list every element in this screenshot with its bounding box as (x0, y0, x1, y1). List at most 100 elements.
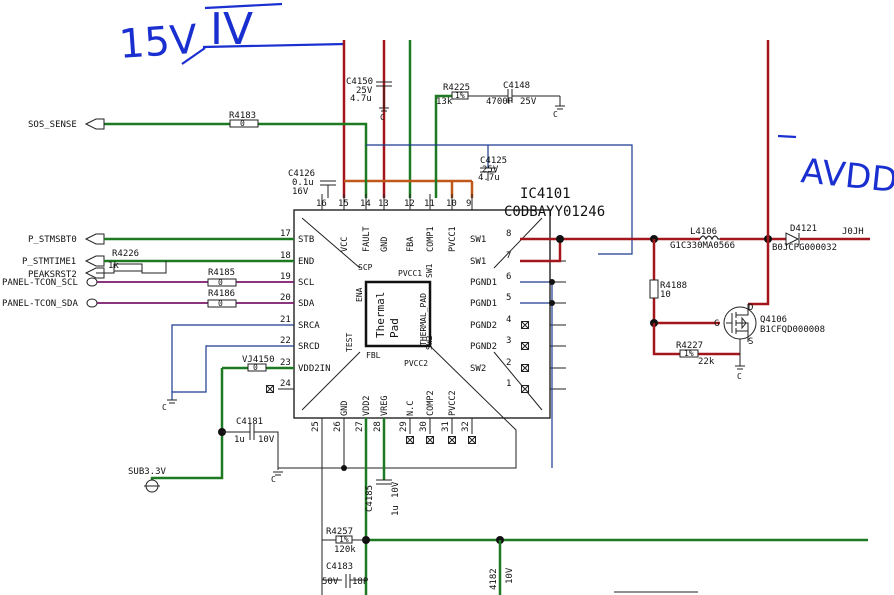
junction-gnd-bottom (341, 465, 347, 471)
q4106-drain-label: D (748, 303, 753, 313)
panel-tcon-sda-port[interactable]: PANEL-TCON_SDA (2, 298, 98, 309)
pvcc1-feedback-net (366, 144, 633, 255)
r4227-value: 22k (698, 357, 715, 367)
resistor-r4186[interactable]: 0 R4186 (207, 289, 237, 308)
pin-name: SW2 (470, 364, 486, 374)
r4186-ref: R4186 (208, 289, 235, 299)
diode-d4121[interactable]: D4121 B0JCPG000032 (772, 224, 837, 253)
p-stmtime1-port[interactable]: P_STMTIME1 (22, 255, 105, 267)
inner-pvcc2: PVCC2 (404, 359, 428, 368)
pin-number: 30 (419, 421, 429, 432)
handwritten-underline (202, 2, 346, 49)
capacitor-c4182[interactable]: 4182 10V (489, 567, 515, 590)
ic4101[interactable]: IC4101 C0DBAYY01246 Thermal Pad THERMAL_… (277, 186, 605, 469)
resistor-r4188[interactable]: R4188 10 (649, 279, 687, 300)
resistor-r4257[interactable]: 1% R4257 120k (322, 527, 366, 555)
resistor-r4225[interactable]: 1% R4225 13k (436, 83, 470, 107)
c4181-ground-icon (273, 471, 283, 476)
pin-name: END (298, 257, 314, 267)
inner-fbl: FBL (366, 351, 381, 360)
resistor-r4183[interactable]: 0 R4183 (229, 111, 259, 128)
junction-pgnd1-6 (549, 279, 555, 285)
ground-icon (167, 399, 177, 404)
capacitor-c4185[interactable]: C4185 10V 1u (365, 479, 401, 516)
ic-pin-16[interactable]: 16 (316, 194, 327, 210)
ic-pin-24[interactable]: 24 (266, 379, 295, 393)
p-stmsbt0-port[interactable]: P_STMSBT0 (28, 233, 105, 245)
c4126-value: 0.1u (292, 178, 314, 188)
pin-number: 5 (506, 293, 511, 303)
c4150-voltage: 25V (356, 86, 373, 96)
r4188-ref: R4188 (660, 281, 687, 291)
capacitor-c4126[interactable]: C4126 0.1u 16V (288, 169, 336, 198)
handwritten-stroke (181, 47, 206, 65)
ic-pin-9[interactable]: 9 (466, 194, 473, 210)
l4106-ref: L4106 (690, 227, 717, 237)
pin-number: 21 (280, 315, 291, 325)
jumper-vj4150[interactable]: 0 VJ4150 (242, 355, 275, 372)
peaksrst2-port[interactable]: PEAKSRST2 (28, 267, 105, 280)
r4186-value: 0 (218, 299, 223, 308)
l4106-part: G1C330MA0566 (670, 241, 735, 251)
pin-number: 25 (311, 421, 321, 432)
pin-name: PVCC1 (448, 226, 458, 252)
capacitor-c4183[interactable]: C4183 50V 18P (322, 562, 369, 588)
c4126-ref: C4126 (288, 169, 315, 179)
inductor-l4106[interactable]: L4106 G1C330MA0566 (670, 227, 735, 251)
pin-number: 13 (378, 199, 389, 209)
capacitor-c4150[interactable]: C4150 25V 4.7u C (346, 77, 392, 122)
c4185-ref: C4185 (365, 485, 375, 512)
pin-number: 3 (506, 336, 511, 346)
pin-name: SCL (298, 278, 314, 288)
r4257-value: 120k (334, 545, 356, 555)
inner-sw1: SW1 (425, 263, 434, 278)
panel-tcon-scl-port[interactable]: PANEL-TCON_SCL (2, 277, 98, 288)
resistor-r4185[interactable]: 0 R4185 (207, 268, 237, 287)
handwritten-15v: 15V (117, 17, 199, 68)
resistor-r4226[interactable]: R4226 1k (96, 249, 167, 274)
pvcc1-bus-wire (344, 179, 474, 198)
no-connect-icon (521, 364, 529, 372)
sub33-label: SUB3.3V (128, 467, 167, 477)
pin-number: 27 (355, 421, 365, 432)
resistor-r4227[interactable]: 1% R4227 22k (676, 341, 715, 367)
sos-sense-port[interactable]: SOS_SENSE (28, 118, 105, 130)
ic-pin-25[interactable]: 25 (311, 418, 323, 434)
capacitor-c4181[interactable]: C4181 1u 10V C (222, 417, 283, 484)
sub33-port[interactable]: SUB3.3V (128, 467, 167, 493)
c4183-voltage: 50V (322, 577, 339, 587)
c4185-value: 1u (391, 505, 401, 516)
ic-pin-1[interactable]: 1 (506, 379, 566, 393)
capacitor-c4125[interactable]: C4125 25V 4.7u (478, 156, 507, 183)
ic-pin-29[interactable]: 29N.C (399, 401, 416, 444)
panel-tcon-sda-label: PANEL-TCON_SDA (2, 299, 78, 309)
capacitor-c4148[interactable]: C4148 4700P 25V C (486, 81, 565, 119)
ic-pin-32[interactable]: 32 (461, 418, 476, 444)
pin-name: VREG (380, 396, 390, 416)
transistor-q4106[interactable]: C G D S Q4106 B1CFQD000008 (714, 303, 825, 381)
no-connect-icon (266, 385, 274, 393)
c4125-value: 4.7u (478, 173, 500, 183)
